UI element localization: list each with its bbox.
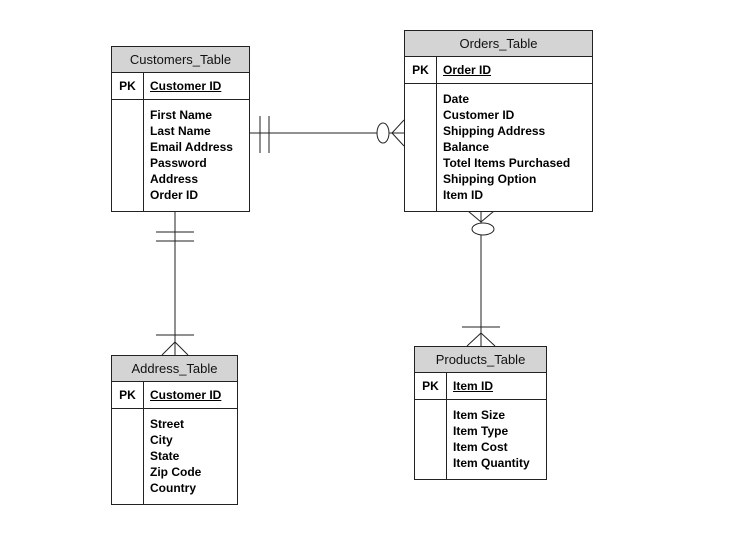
pk-label: PK: [405, 57, 437, 83]
key-gutter: [415, 399, 447, 479]
pk-label: PK: [112, 382, 144, 408]
field: Email Address: [150, 140, 233, 154]
primary-key-row: PK Customer ID: [112, 73, 249, 100]
field: Date: [443, 92, 470, 106]
pk-label: PK: [415, 373, 447, 399]
entity-body: Date Customer ID Shipping Address Balanc…: [405, 83, 592, 211]
field: Shipping Address: [443, 124, 546, 138]
entity-body: First Name Last Name Email Address Passw…: [112, 99, 249, 211]
field: Zip Code: [150, 465, 202, 479]
field: Balance: [443, 140, 490, 154]
field-list: Date Customer ID Shipping Address Balanc…: [437, 83, 570, 211]
entity-body: Street City State Zip Code Country: [112, 408, 237, 504]
relationship-orders-products: [462, 210, 500, 347]
primary-key-row: PK Order ID: [405, 57, 592, 84]
entity-title: Orders_Table: [405, 31, 592, 57]
key-gutter: [112, 408, 144, 504]
field: Customer ID: [443, 108, 515, 122]
field: Street: [150, 417, 185, 431]
entity-title: Customers_Table: [112, 47, 249, 73]
pk-label: PK: [112, 73, 144, 99]
relationship-customers-orders: [250, 116, 405, 153]
entity-title: Products_Table: [415, 347, 546, 373]
pk-field: Customer ID: [150, 79, 222, 93]
entity-title: Address_Table: [112, 356, 237, 382]
field: Item Quantity: [453, 456, 530, 470]
field: Country: [150, 481, 196, 495]
relationship-customers-address: [156, 211, 194, 356]
entity-products-table: Products_Table PK Item ID Item Size Item…: [414, 346, 547, 480]
field: Item Size: [453, 408, 506, 422]
entity-body: Item Size Item Type Item Cost Item Quant…: [415, 399, 546, 479]
field: City: [150, 433, 173, 447]
field: Item Cost: [453, 440, 508, 454]
field: Password: [150, 156, 207, 170]
entity-customers-table: Customers_Table PK Customer ID First Nam…: [111, 46, 250, 212]
field: Item ID: [443, 188, 484, 202]
field-list: First Name Last Name Email Address Passw…: [144, 99, 233, 211]
field: Order ID: [150, 188, 199, 202]
key-gutter: [405, 83, 437, 211]
field-list: Street City State Zip Code Country: [144, 408, 201, 504]
key-gutter: [112, 99, 144, 211]
primary-key-row: PK Customer ID: [112, 382, 237, 409]
field: Last Name: [150, 124, 211, 138]
field: First Name: [150, 108, 213, 122]
field: State: [150, 449, 180, 463]
field-list: Item Size Item Type Item Cost Item Quant…: [447, 399, 530, 479]
entity-orders-table: Orders_Table PK Order ID Date Customer I…: [404, 30, 593, 212]
field: Address: [150, 172, 199, 186]
field: Totel Items Purchased: [443, 156, 571, 170]
field: Item Type: [453, 424, 509, 438]
pk-field: Order ID: [443, 63, 492, 77]
primary-key-row: PK Item ID: [415, 373, 546, 400]
field: Shipping Option: [443, 172, 537, 186]
entity-address-table: Address_Table PK Customer ID Street City…: [111, 355, 238, 505]
pk-field: Customer ID: [150, 388, 222, 402]
pk-field: Item ID: [453, 379, 494, 393]
